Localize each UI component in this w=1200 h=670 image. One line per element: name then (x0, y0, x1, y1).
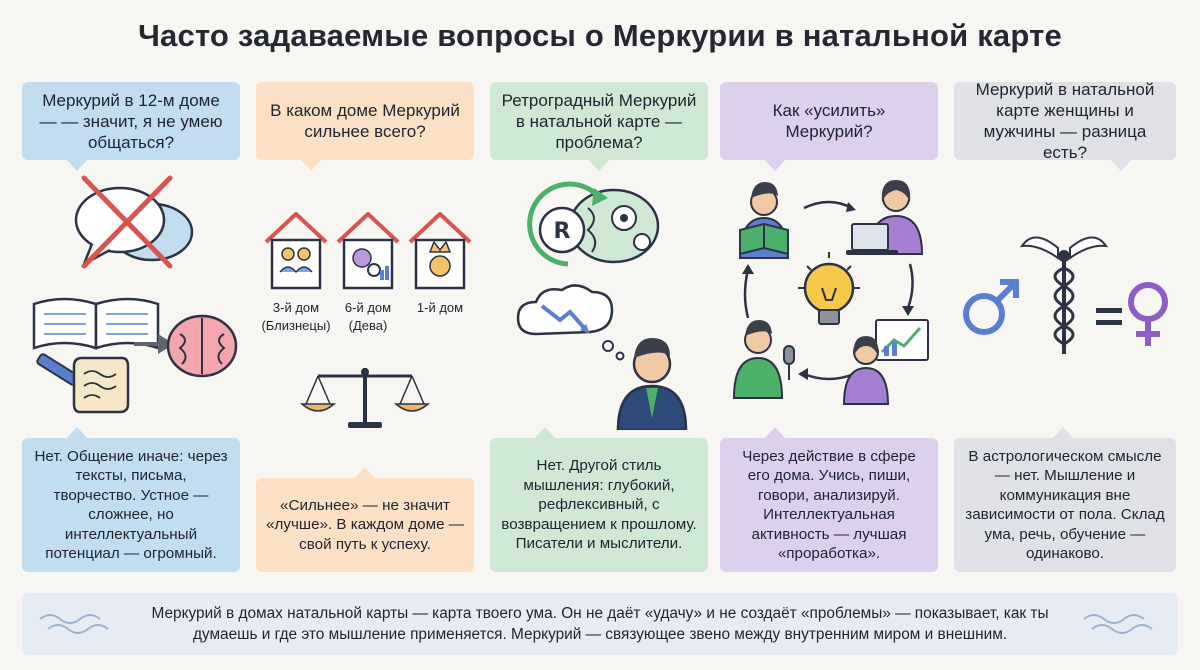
summary-banner: Меркурий в домах натальной карты — карта… (22, 593, 1178, 655)
answer-card: Через действие в сфере его дома. Учись, … (720, 427, 938, 572)
faq-column-3: Ретроградный Меркурий в натальной карте … (490, 82, 708, 572)
faq-column-5: Меркурий в натальной карте женщины и муж… (954, 80, 1176, 572)
faq-column-2: В каком доме Меркурий сильнее всего? (256, 82, 474, 572)
summary-text: Меркурий в домах натальной карты — карта… (151, 605, 1049, 643)
house-twins-icon (264, 212, 328, 290)
illustration (954, 168, 1176, 430)
caduceus-icon (1019, 236, 1109, 354)
answer-card: Нет. Общение иначе: через тексты, письма… (22, 427, 240, 572)
answer-card: «Сильнее» — не значит «лучше». В каждом … (256, 467, 474, 572)
question-card: Как «усилить» Меркурий? (720, 82, 938, 171)
speaking-person-icon (732, 320, 795, 399)
faq-column-4: Как «усилить» Меркурий? (720, 82, 938, 572)
faq-column-1: Меркурий в 12-м доме — — значит, я не ум… (22, 82, 240, 572)
scroll-icon (72, 356, 130, 414)
svg-text:R: R (554, 219, 571, 244)
equals-icon (1096, 308, 1122, 325)
house-6-label: 6-й дом (345, 300, 391, 315)
wave-decoration-icon (39, 614, 109, 634)
brain-icon (166, 314, 238, 378)
illustration (720, 168, 938, 430)
house-analysis-icon (336, 212, 400, 290)
laptop-person-icon (846, 180, 924, 255)
question-card: В каком доме Меркурий сильнее всего? (256, 82, 474, 171)
thought-cloud-icon (516, 284, 625, 361)
presenter-person-icon (842, 319, 929, 405)
question-card: Меркурий в 12-м доме — — значит, я не ум… (22, 82, 240, 171)
crossed-speech-bubbles-icon (74, 175, 194, 269)
arrow-right-icon (134, 334, 174, 354)
scales-icon (300, 368, 430, 428)
reading-person-icon (738, 182, 790, 259)
house-3-label: 3-й дом (273, 300, 319, 315)
house-1-label: 1-й дом (417, 300, 463, 315)
wave-decoration-icon (1083, 614, 1153, 634)
house-crown-icon (408, 212, 472, 290)
open-book-icon (32, 297, 160, 350)
cycle-arrows-icon (742, 200, 914, 381)
answer-card: В астрологическом смысле — нет. Мышление… (954, 427, 1176, 572)
house-3-sub: (Близнецы) (261, 318, 330, 333)
thinker-person-icon (616, 338, 688, 432)
illustration: R (490, 168, 708, 432)
illustration: 3-й дом (Близнецы) 6-й дом (Дева) 1-й до… (256, 168, 474, 430)
female-symbol-icon (1128, 282, 1168, 346)
question-card: Ретроградный Меркурий в натальной карте … (490, 82, 708, 171)
retrograde-brain-icon: R (527, 181, 660, 267)
male-symbol-icon (963, 279, 1019, 335)
answer-card: Нет. Другой стиль мышления: глубокий, ре… (490, 427, 708, 572)
lightbulb-icon (798, 252, 860, 325)
page-title: Часто задаваемые вопросы о Меркурии в на… (138, 18, 1062, 53)
house-6-sub: (Дева) (349, 318, 388, 333)
illustration (22, 168, 240, 430)
question-card: Меркурий в натальной карте женщины и муж… (954, 80, 1176, 171)
